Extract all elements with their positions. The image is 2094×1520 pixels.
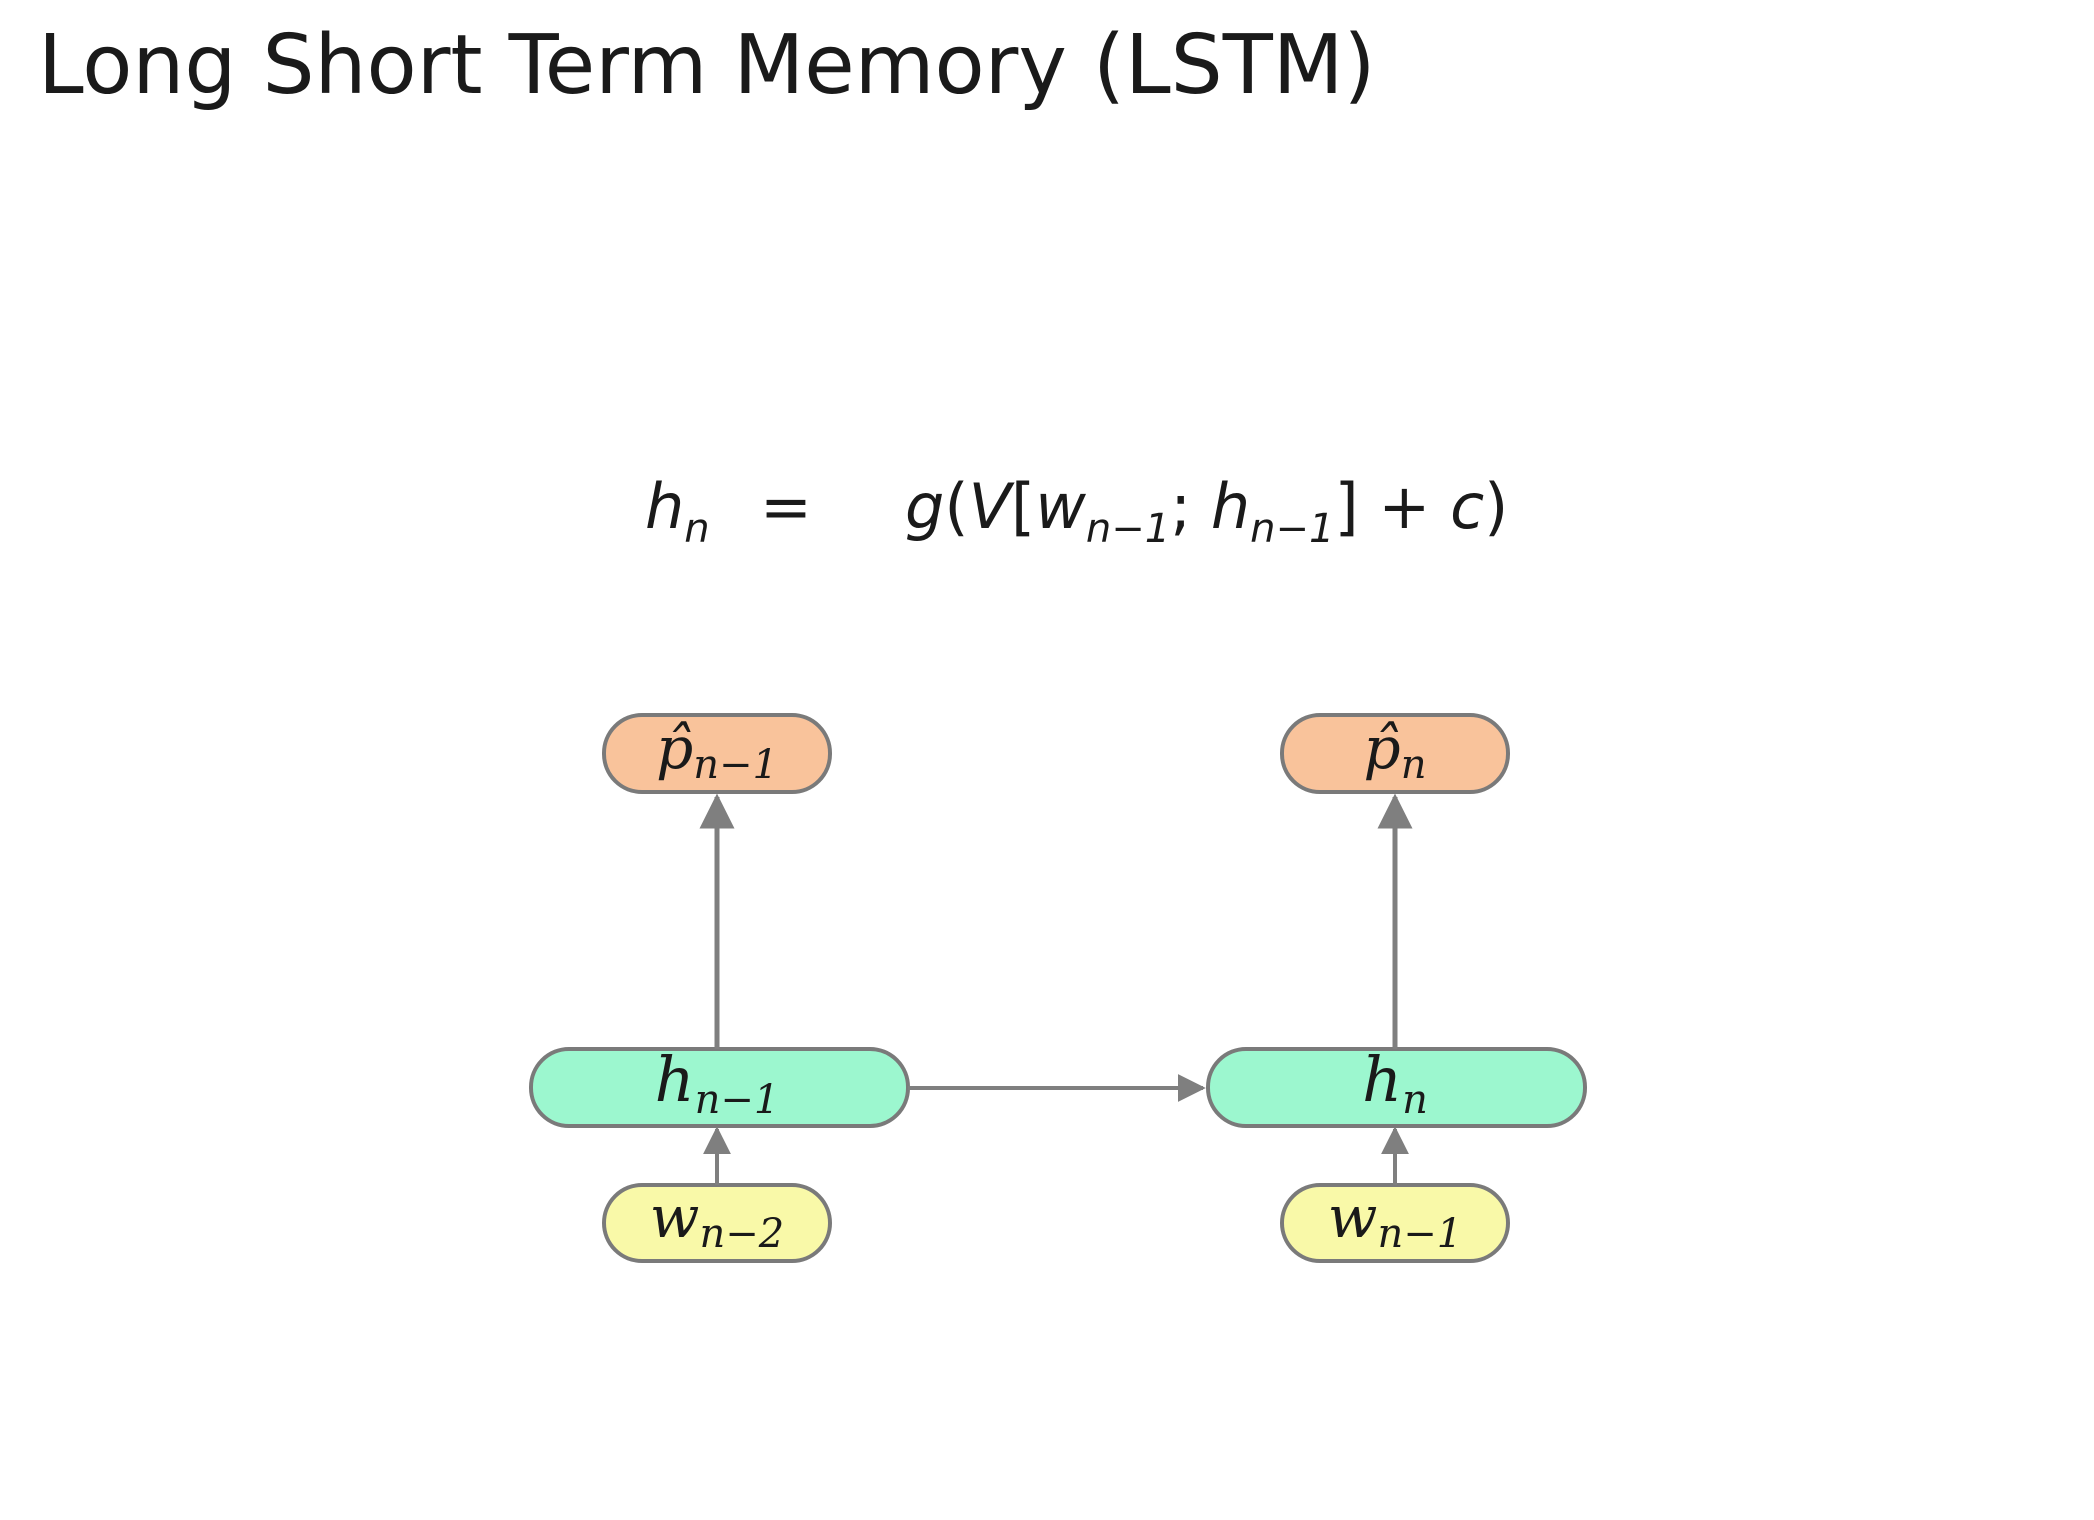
output-node-1 <box>602 713 832 794</box>
hidden-node-2-label: hn <box>1362 1043 1428 1123</box>
input-node-1-label: wn−2 <box>650 1183 784 1257</box>
output-node-1-label: p̂n−1 <box>656 714 778 788</box>
equation-equals-sign: = <box>760 470 812 543</box>
input-node-2-label: wn−1 <box>1328 1183 1462 1257</box>
equation-rhs: g(V[wn−1; hn−1] + c) <box>905 470 1509 552</box>
slide-title: Long Short Term Memory (LSTM) <box>38 18 1376 113</box>
hidden-node-1-label: hn−1 <box>655 1043 780 1123</box>
output-node-2-label: p̂n <box>1364 714 1427 788</box>
recurrence-equation: hn = g(V[wn−1; hn−1] + c) <box>645 470 1508 570</box>
output-node-2 <box>1280 713 1510 794</box>
equation-lhs: hn <box>645 470 710 552</box>
